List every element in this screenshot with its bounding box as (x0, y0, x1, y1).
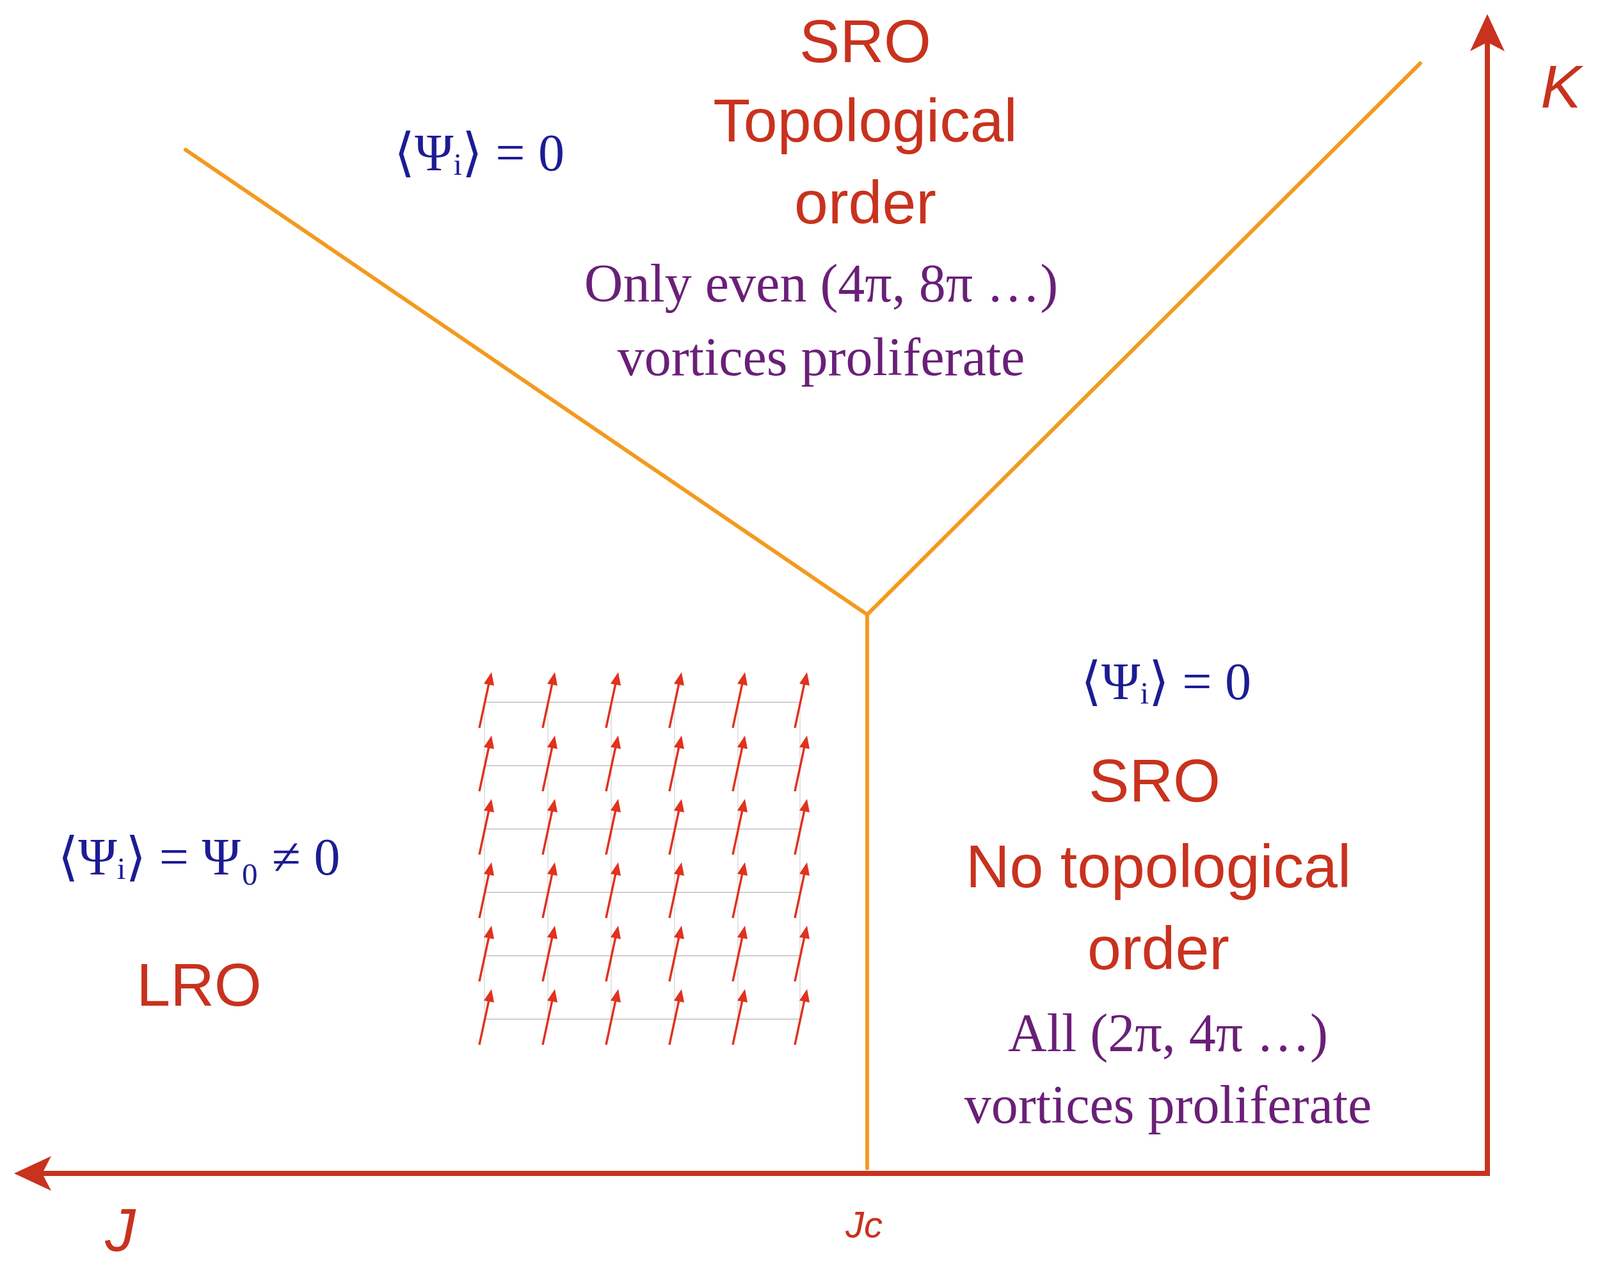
phase-name: LRO (136, 947, 262, 1021)
axis-label: K (1540, 49, 1581, 123)
axes (14, 14, 1505, 1191)
vortex-note: All (2π, 4π …) vortices proliferate (945, 997, 1391, 1140)
order-parameter: ⟨Ψᵢ⟩ = Ψ₀ ≠ 0 (57, 825, 340, 889)
lattice-grid (484, 702, 800, 1019)
vortex-note: Only even (4π, 8π …) vortices proliferat… (566, 246, 1077, 394)
critical-value: Jc (845, 1201, 883, 1247)
phase-description: No topological order (940, 824, 1377, 990)
order-parameter: ⟨Ψᵢ⟩ = 0 (1080, 650, 1252, 713)
spin-arrows (479, 672, 810, 1045)
phase-name: SRO (1088, 739, 1221, 822)
order-parameter: ⟨Ψᵢ⟩ = 0 (394, 121, 565, 185)
phase-boundary (185, 63, 1421, 1168)
phase-description: Topological order (689, 79, 1042, 244)
axis-label: J (104, 1192, 136, 1266)
phase-name: SRO (799, 0, 932, 82)
